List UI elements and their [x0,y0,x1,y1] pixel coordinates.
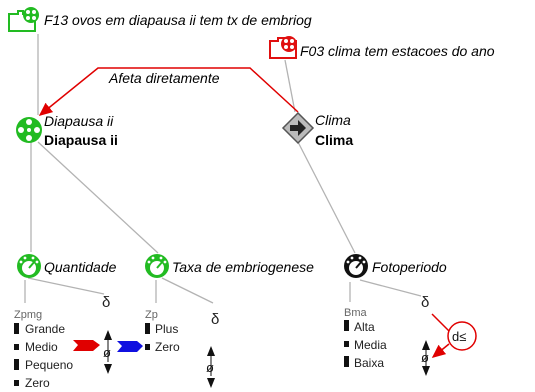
dependency-circle [447,321,477,351]
qspace-fotoperiodo: Bma Alta Media Baixa [344,307,387,370]
qspace-name: Zpmg [14,309,42,321]
relation-afeta-diretamente[interactable]: Afeta diretamente [38,67,299,116]
quantity-taxa-label: Taxa de embriogenese [172,259,314,275]
qspace-quantidade: Zpmg Grande Medio Pequeno Zero [14,309,73,390]
quantity-quantidade-label: Quantidade [44,259,117,275]
correspondence-red-arrow-icon[interactable] [73,340,100,351]
qspace-value-marker [145,344,150,350]
entity-diapausa[interactable]: Diapausa ii Diapausa ii [16,113,118,148]
qspace-value: Medio [25,340,58,354]
derivative-down-arrow-icon [422,366,430,376]
dependency-label: d≤ [452,329,466,344]
qspace-value-marker [145,323,150,334]
qspace-value: Media [354,338,387,352]
qspace-value-marker [14,380,19,386]
derivative-symbol: δ [211,311,219,328]
fragment-f13[interactable]: F13 ovos em diapausa ii tem tx de embrio… [8,7,312,32]
entity-clima-name: Clima [315,112,351,128]
quantity-gauge-black-icon [344,254,368,278]
derivative-fotoperiodo: δ ø [421,294,430,376]
qspace-name: Bma [344,307,368,319]
qspace-taxa: Zp Plus Zero [145,309,180,354]
relation-label: Afeta diretamente [108,70,220,86]
qspace-value-marker [344,341,349,347]
quantity-taxa[interactable]: Taxa de embriogenese [145,254,314,278]
derivative-up-arrow-icon [422,340,430,350]
derivative-symbol: δ [102,294,110,311]
qspace-value: Zero [155,340,180,354]
quantity-quantidade[interactable]: Quantidade [17,254,117,278]
qspace-value: Grande [25,322,65,336]
entity-diapausa-name: Diapausa ii [44,113,114,129]
dependency-d-less-equal[interactable]: d≤ [431,313,477,358]
derivative-down-arrow-icon [207,378,215,388]
derivative-value: ø [103,345,111,360]
structure-lines [24,34,422,304]
correspondence-blue-arrow-icon[interactable] [117,341,143,352]
derivative-symbol: δ [421,294,429,311]
derivative-value: ø [421,350,429,365]
entity-clima-type: Clima [315,132,353,148]
quantity-fotoperiodo[interactable]: Fotoperiodo [344,254,447,278]
fragment-green-icon [8,7,39,32]
qspace-value: Pequeno [25,358,73,372]
qspace-value: Zero [25,376,50,390]
entity-green-icon [16,117,42,143]
fragment-f03-label: F03 clima tem estacoes do ano [300,43,495,59]
fragment-f03[interactable]: F03 clima tem estacoes do ano [269,36,495,59]
qspace-value: Plus [155,322,178,336]
derivative-up-arrow-icon [104,330,112,340]
derivative-value: ø [206,360,214,375]
qspace-name: Zp [145,309,158,321]
quantity-gauge-green-icon [17,254,41,278]
fragment-red-icon [269,36,297,59]
qspace-value-marker [14,323,19,334]
qspace-value-marker [14,344,19,350]
derivative-quantidade: δ ø [102,294,112,374]
qspace-value: Alta [354,320,375,334]
qspace-value-marker [344,356,349,367]
quantity-gauge-green-icon [145,254,169,278]
qspace-value-marker [344,320,349,331]
entity-diapausa-type: Diapausa ii [44,132,118,148]
quantity-fotoperiodo-label: Fotoperiodo [372,259,447,275]
entity-clima[interactable]: Clima Clima [281,111,353,148]
qspace-value: Baixa [354,356,384,370]
derivative-taxa: δ ø [206,311,219,388]
derivative-down-arrow-icon [104,364,112,374]
fragment-f13-label: F13 ovos em diapausa ii tem tx de embrio… [44,12,312,28]
agent-diamond-icon [281,111,315,145]
qspace-value-marker [14,359,19,370]
derivative-up-arrow-icon [207,346,215,356]
